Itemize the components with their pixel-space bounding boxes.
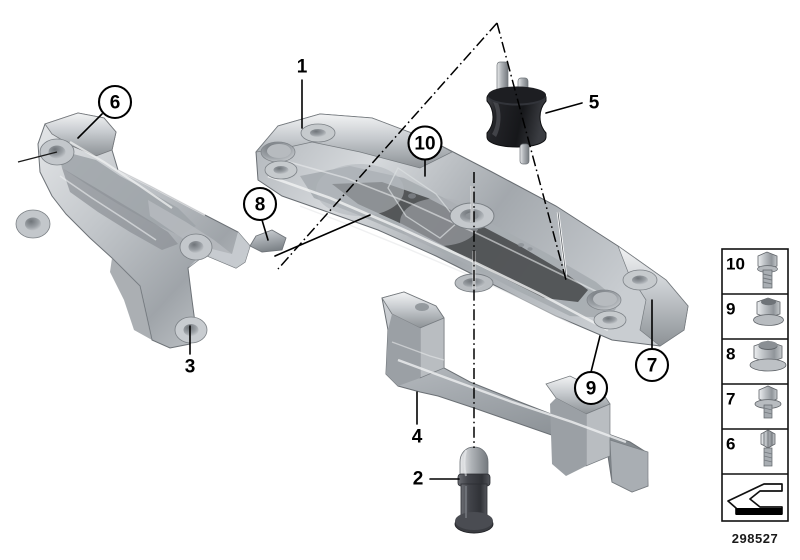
part-5-rubber-mount bbox=[486, 61, 547, 165]
legend-10-number: 10 bbox=[726, 255, 745, 274]
part-number: 298527 bbox=[732, 531, 778, 546]
callout-2-label: 2 bbox=[413, 469, 424, 490]
callout-10: 10 bbox=[407, 125, 443, 161]
part-3-support-bracket bbox=[15, 112, 251, 349]
leader-6-thin bbox=[17, 151, 58, 163]
hex-bolt-icon bbox=[757, 251, 778, 289]
legend-6-number: 6 bbox=[726, 435, 735, 454]
legend-9-number: 9 bbox=[726, 300, 735, 319]
part-2-rubber-pin bbox=[454, 446, 494, 534]
callout-4-label: 4 bbox=[412, 427, 423, 448]
leader-8b bbox=[274, 214, 371, 257]
legend-item-6: 6 bbox=[726, 429, 776, 467]
flange-nut-large-icon bbox=[749, 340, 787, 372]
callout-5-label: 5 bbox=[589, 93, 600, 114]
leader-5 bbox=[545, 102, 583, 114]
flange-nut-icon bbox=[753, 297, 784, 326]
callout-3-label: 3 bbox=[185, 357, 196, 378]
assembly-line-left bbox=[277, 22, 498, 270]
legend-item-9: 9 bbox=[726, 297, 784, 326]
legend-8-number: 8 bbox=[726, 345, 735, 364]
ribbed-head-bolt-icon bbox=[760, 429, 776, 467]
callout-9: 9 bbox=[573, 370, 609, 406]
flanged-hex-bolt-icon bbox=[754, 385, 782, 419]
direction-arrow-icon bbox=[727, 483, 783, 515]
callout-7: 7 bbox=[634, 347, 670, 383]
legend-7-number: 7 bbox=[726, 390, 735, 409]
callout-6: 6 bbox=[97, 84, 133, 120]
callout-8-label: 8 bbox=[255, 195, 266, 216]
leader-9 bbox=[590, 335, 601, 373]
legend-item-10: 10 bbox=[726, 251, 778, 289]
part-4-support-arm bbox=[381, 291, 649, 493]
callout-8: 8 bbox=[242, 186, 278, 222]
callout-1-label: 1 bbox=[297, 57, 308, 78]
leader-6 bbox=[77, 113, 103, 139]
callout-9-label: 9 bbox=[586, 379, 597, 400]
assembly-line-right bbox=[496, 22, 567, 281]
leader-8 bbox=[261, 219, 269, 241]
legend-item-8: 8 bbox=[726, 340, 787, 372]
callout-10-label: 10 bbox=[414, 134, 435, 155]
callout-6-label: 6 bbox=[110, 93, 121, 114]
callout-7-label: 7 bbox=[647, 356, 658, 377]
legend-item-7: 7 bbox=[726, 385, 782, 419]
